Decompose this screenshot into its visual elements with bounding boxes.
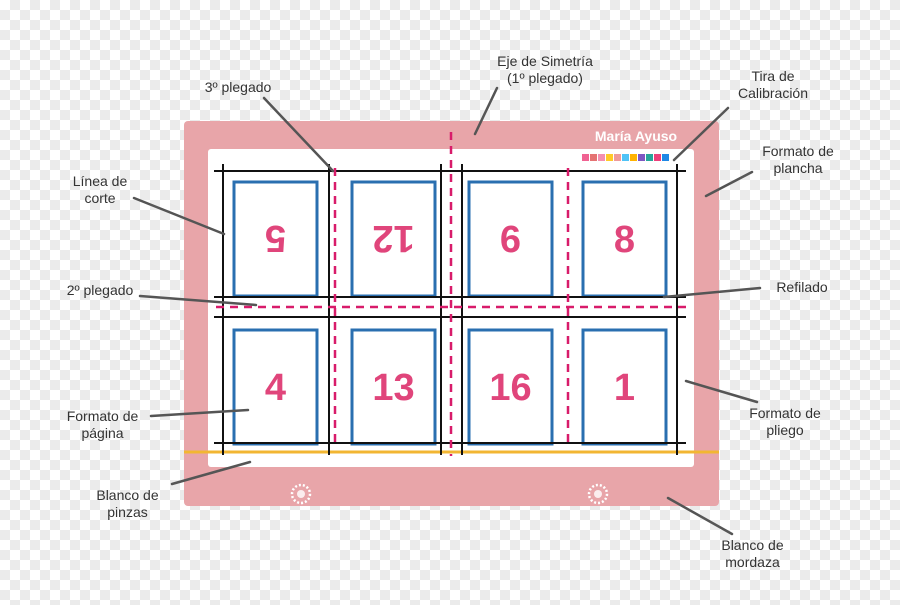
clamp-mark xyxy=(297,490,305,498)
page-format-1 xyxy=(581,328,668,446)
brand-name: María Ayuso xyxy=(595,128,677,144)
leader-sheet-format xyxy=(684,379,759,404)
leader-clamp-margin xyxy=(666,496,734,536)
page-format-4 xyxy=(232,328,319,446)
clamp-mark xyxy=(587,483,609,505)
calibration-swatch xyxy=(614,154,621,161)
page-format-5 xyxy=(232,180,319,298)
leader-gripper-margin xyxy=(170,460,252,486)
leader-second-fold xyxy=(138,294,258,307)
label-page-format: Formato de página xyxy=(66,408,139,441)
calibration-swatch xyxy=(654,154,661,161)
calibration-swatch xyxy=(582,154,589,161)
leader-symmetry-axis xyxy=(473,86,499,136)
leader-calibration-strip xyxy=(672,106,730,162)
calibration-swatch xyxy=(638,154,645,161)
calibration-swatch xyxy=(630,154,637,161)
calibration-swatch xyxy=(622,154,629,161)
label-sheet-format: Formato de pliego xyxy=(749,405,821,438)
page-number-16: 16 xyxy=(489,367,531,409)
leader-third-fold xyxy=(262,96,335,173)
page-number-12: 12 xyxy=(372,217,414,259)
leader-plate-format xyxy=(704,170,754,198)
calibration-swatch xyxy=(662,154,669,161)
page-format-6 xyxy=(467,180,554,298)
page-format-13 xyxy=(350,328,437,446)
label-cut-line: Línea de corte xyxy=(72,173,128,206)
page-number-4: 4 xyxy=(265,367,286,409)
page-number-5: 5 xyxy=(265,217,286,259)
label-plate-format: Formato de plancha xyxy=(762,143,834,176)
page-number-8: 8 xyxy=(614,219,635,261)
page-format-16 xyxy=(467,328,554,446)
label-third-fold: 3º plegado xyxy=(204,79,272,95)
calibration-swatch xyxy=(590,154,597,161)
leader-cut-line xyxy=(132,196,226,236)
clamp-mark xyxy=(594,490,602,498)
label-second-fold: 2º plegado xyxy=(66,282,134,298)
page-number-6: 6 xyxy=(500,219,521,261)
label-trim: Refilado xyxy=(776,279,828,295)
calibration-swatch xyxy=(646,154,653,161)
label-clamp-margin: Blanco de mordaza xyxy=(721,537,784,570)
calibration-swatch xyxy=(606,154,613,161)
leader-page-format xyxy=(149,408,250,418)
label-gripper-margin: Blanco de pinzas xyxy=(96,487,159,520)
label-symmetry-axis: Eje de Simetría (1º plegado) xyxy=(497,53,593,86)
page-number-1: 1 xyxy=(614,367,635,409)
clamp-mark xyxy=(290,483,312,505)
page-number-13: 13 xyxy=(372,367,414,409)
leader-trim xyxy=(662,286,762,299)
label-calibration-strip: Tira de Calibración xyxy=(737,68,809,101)
calibration-swatch xyxy=(598,154,605,161)
